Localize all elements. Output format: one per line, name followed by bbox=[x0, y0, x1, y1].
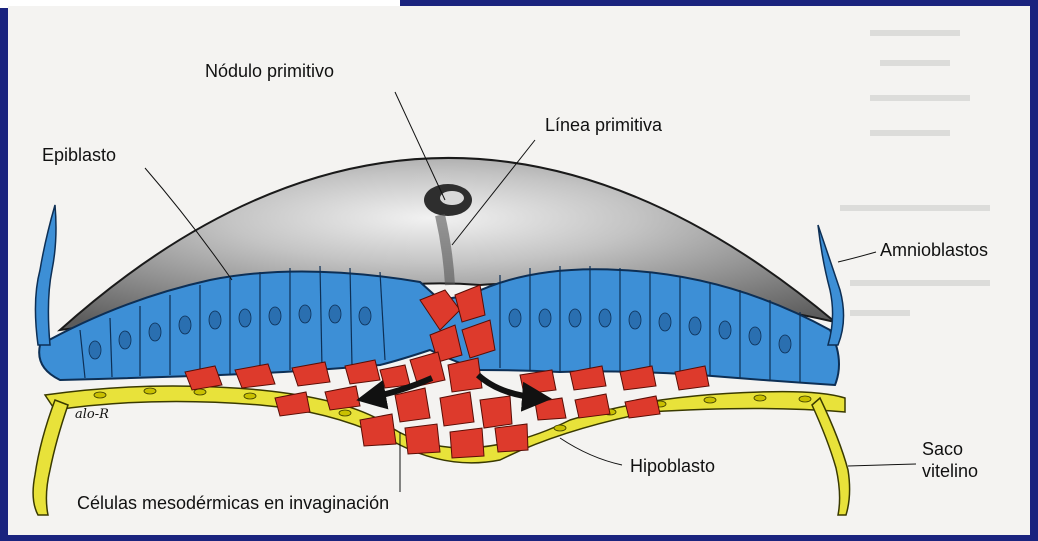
background-page-remnants bbox=[840, 30, 990, 316]
yolk-sac-right bbox=[812, 398, 850, 515]
label-vitelino: vitelino bbox=[922, 460, 978, 482]
label-hipoblasto: Hipoblasto bbox=[630, 456, 715, 477]
label-celulas-mesodermicas: Células mesodérmicas en invaginación bbox=[77, 493, 389, 514]
label-saco: Saco bbox=[922, 438, 978, 460]
label-linea-primitiva: Línea primitiva bbox=[545, 115, 662, 136]
label-nodulo-primitivo: Nódulo primitivo bbox=[205, 61, 334, 82]
amnioblast-left bbox=[35, 205, 56, 345]
label-saco-vitelino: Saco vitelino bbox=[922, 438, 978, 482]
artist-signature: alo-R bbox=[75, 407, 109, 422]
label-amnioblastos: Amnioblastos bbox=[880, 240, 988, 261]
label-epiblasto: Epiblasto bbox=[42, 145, 116, 166]
yolk-sac-left bbox=[33, 400, 68, 515]
